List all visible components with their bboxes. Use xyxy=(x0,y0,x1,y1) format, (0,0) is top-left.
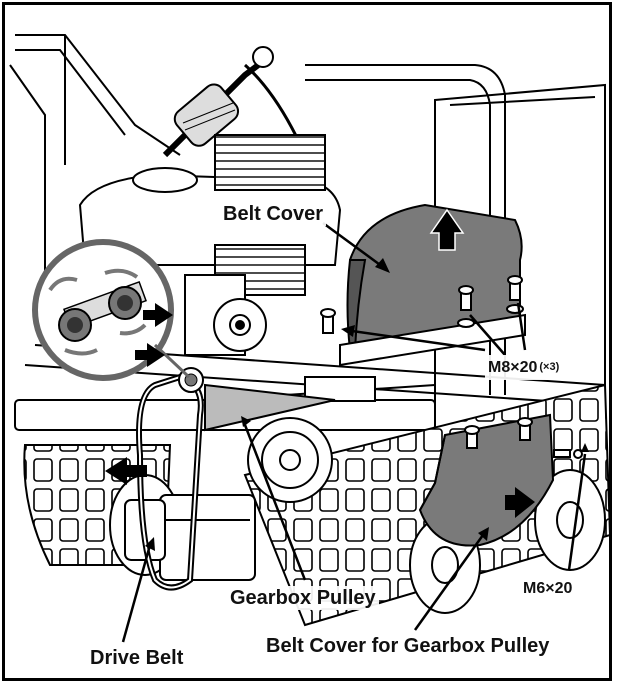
magnifier-leader xyxy=(153,343,191,379)
left-arrow-gearbox xyxy=(105,457,147,485)
bolt-m8-label: M8×20(×3) xyxy=(485,355,563,380)
machine-illustration xyxy=(9,34,609,643)
bolt-m8-quantity: (×3) xyxy=(539,361,560,373)
diagram-frame: Belt Cover M8×20(×3) M6×20 Gearbox Pulle… xyxy=(2,2,612,681)
belt-cover-gearbox-label: Belt Cover for Gearbox Pulley xyxy=(263,634,553,658)
up-arrow xyxy=(429,208,465,251)
bolt-m6-label: M6×20 xyxy=(520,577,576,601)
belt-cover xyxy=(320,203,526,367)
right-arrow-engine-1 xyxy=(143,303,173,327)
lower-frame xyxy=(14,376,436,432)
bolt-m8-size: M8×20 xyxy=(488,359,538,376)
gearbox-pulley-label: Gearbox Pulley xyxy=(227,586,379,610)
gearbox-pulley xyxy=(247,417,333,503)
detail-magnifier xyxy=(32,239,174,381)
drive-belt-label: Drive Belt xyxy=(87,646,187,670)
engine-block xyxy=(78,134,342,356)
leader-lines xyxy=(121,221,587,643)
right-arrow xyxy=(505,487,535,518)
right-arrow-engine-2 xyxy=(135,343,165,367)
belt-cover-label: Belt Cover xyxy=(220,202,327,226)
